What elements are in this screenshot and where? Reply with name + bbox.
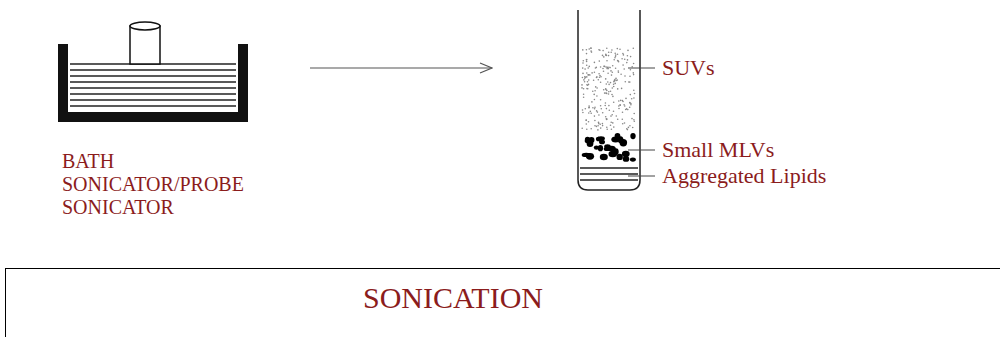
layer-label: Aggregated Lipids <box>662 163 826 188</box>
caption-text: SONICATION <box>363 281 543 315</box>
test-tube <box>578 10 640 190</box>
layer-label: SUVs <box>662 55 715 80</box>
bath-sonicator <box>58 22 248 122</box>
leader-lines <box>628 68 655 176</box>
process-arrow <box>310 67 492 68</box>
device-label: BATH SONICATOR/PROBE SONICATOR <box>62 150 282 219</box>
caption-band: SONICATION <box>5 268 1000 337</box>
layer-label: Small MLVs <box>662 137 774 162</box>
